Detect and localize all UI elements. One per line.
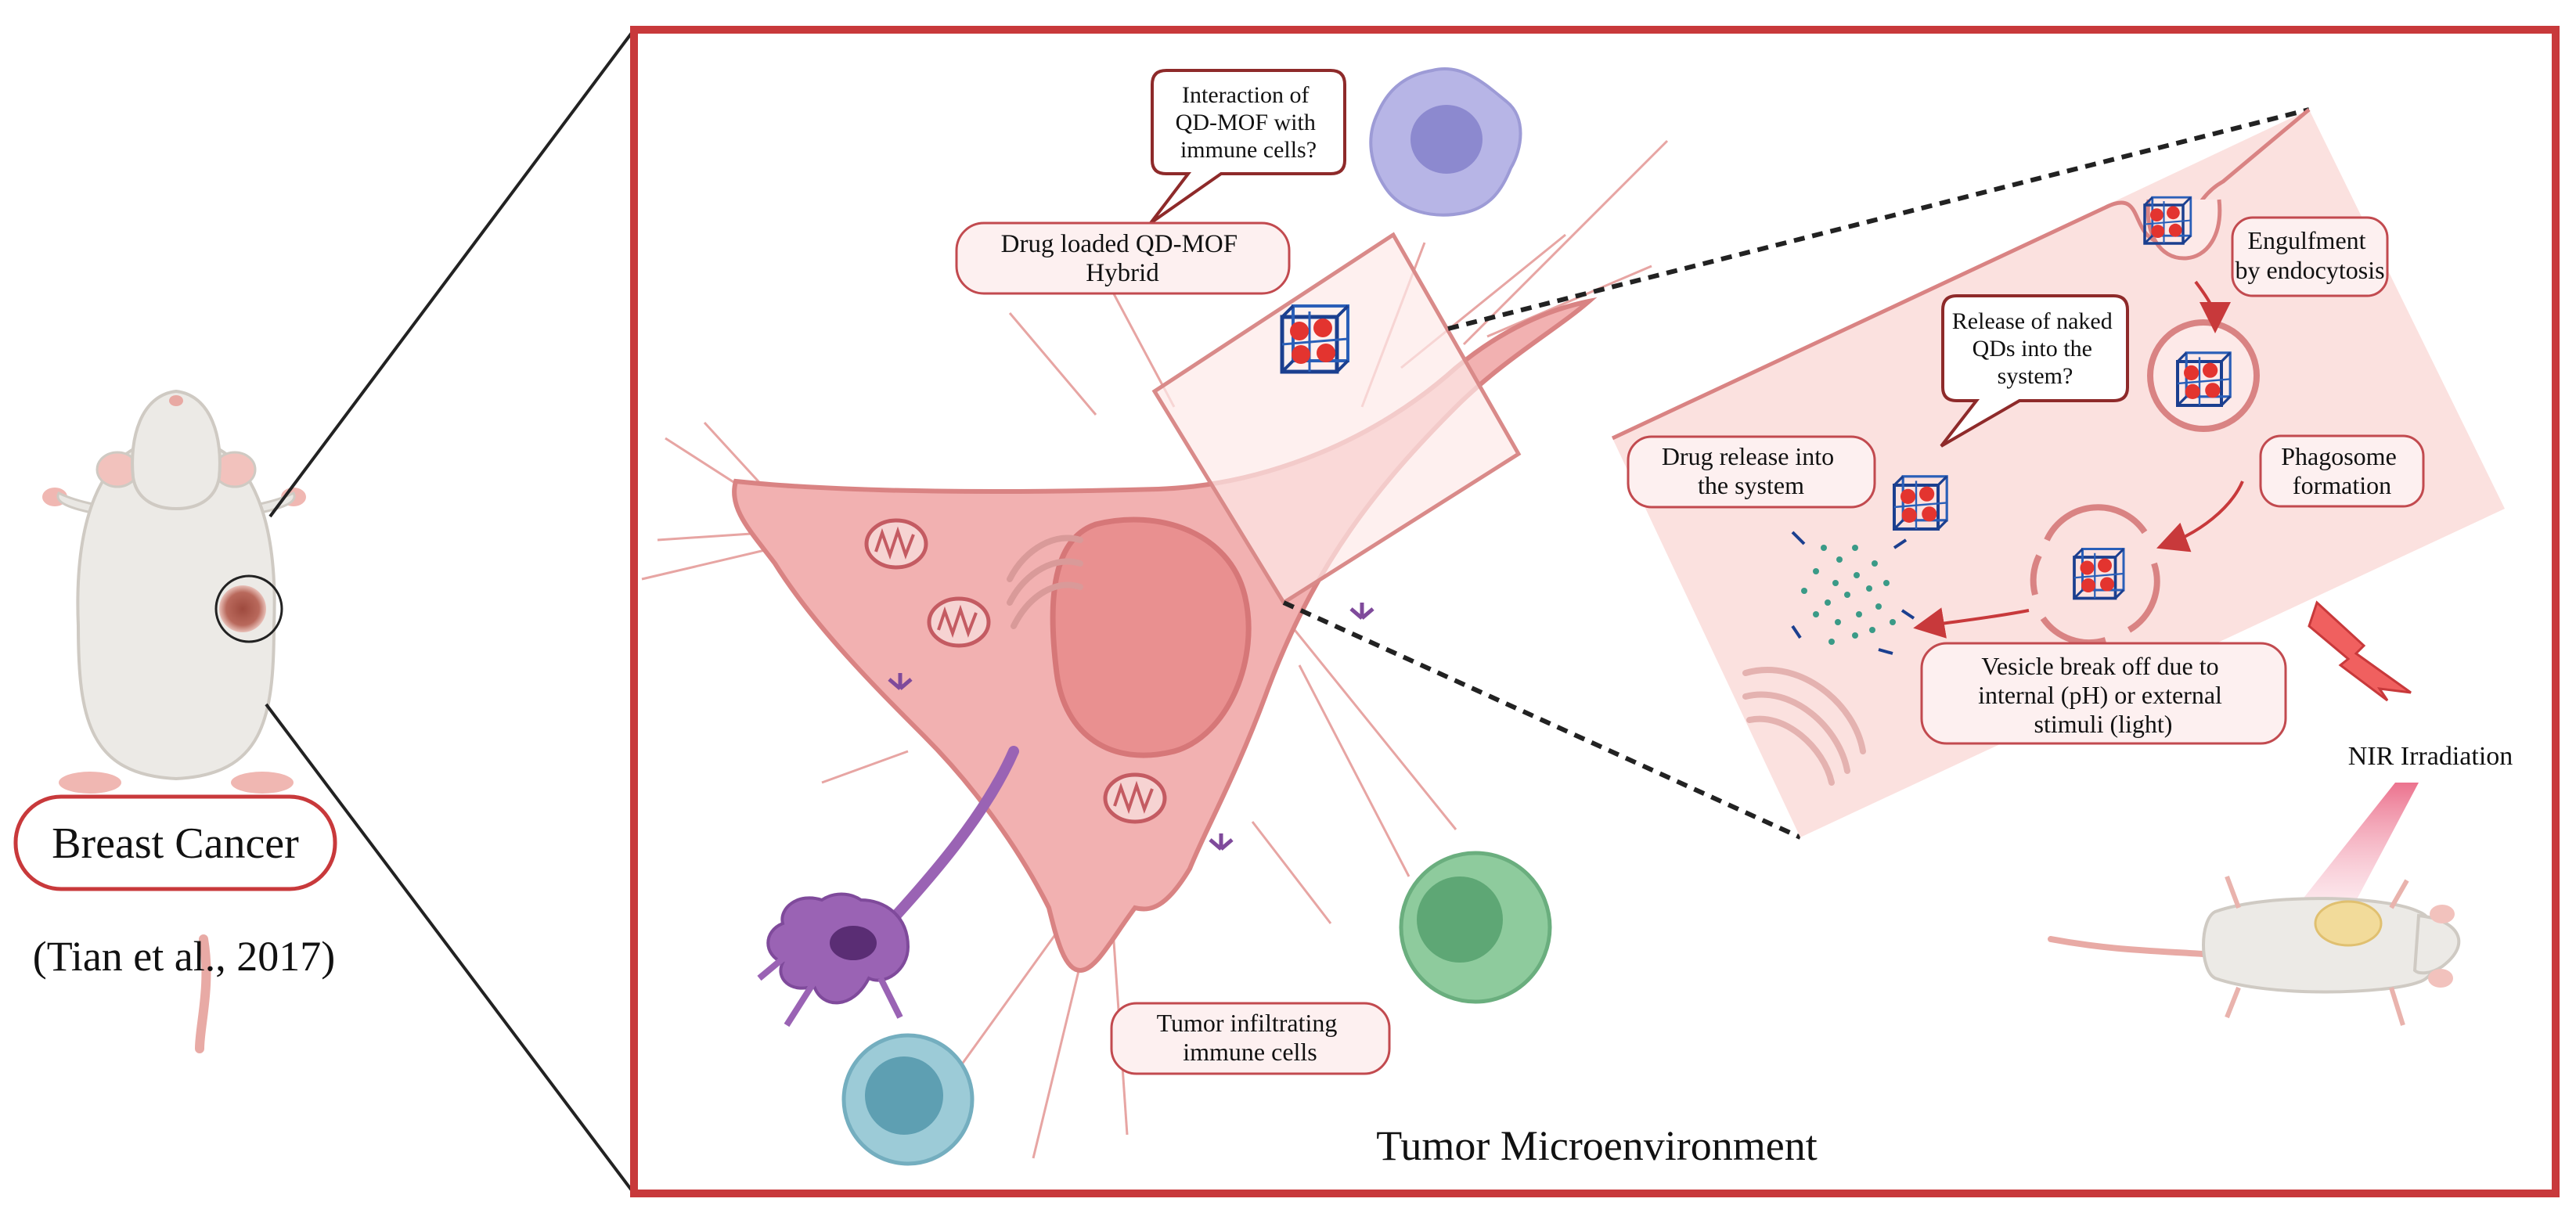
- tumor-microenvironment-title: Tumor Microenvironment: [1376, 1122, 1817, 1169]
- tumor-infiltrating-label: Tumor infiltrating immune cells: [1110, 1002, 1391, 1075]
- zoom-region-box: [1151, 232, 1522, 606]
- engulfment-text: Engulfment by endocytosis: [2235, 226, 2384, 284]
- dashed-connector-bottom: [1282, 600, 1802, 840]
- irradiated-mouse: [2048, 875, 2461, 1026]
- tumor-cell-nucleus: [1050, 517, 1252, 758]
- mitochondrion-3: [1105, 775, 1165, 822]
- drug-loaded-label: Drug loaded QD-MOF Hybrid: [955, 221, 1291, 295]
- release-naked-callout: Release of naked QDs into the system?: [1940, 294, 2129, 448]
- golgi-apparatus: [1007, 535, 1083, 629]
- receptor-icon-3: [1349, 603, 1374, 620]
- breaking-vesicle: [2030, 504, 2160, 646]
- lightning-icon: [2308, 600, 2412, 702]
- zoom-line-top: [268, 28, 636, 518]
- drug-release-label: Drug release into the system: [1627, 435, 1876, 509]
- interaction-callout: Interaction of QD-MOF with immune cells?: [1149, 69, 1346, 225]
- breast-cancer-text: Breast Cancer: [52, 819, 299, 868]
- phagosome-label: Phagosome formation: [2259, 434, 2425, 508]
- mouse-head: [131, 389, 222, 511]
- zoom-line-bottom: [265, 703, 636, 1195]
- dendritic-cell: [757, 746, 1019, 1028]
- engulfment-label: Engulfment by endocytosis: [2231, 216, 2389, 297]
- drug-loaded-text: Drug loaded QD-MOF Hybrid: [1001, 230, 1245, 287]
- citation-text: (Tian et al., 2017): [33, 933, 335, 980]
- mouse-nose: [169, 395, 183, 406]
- mouse-tail: [195, 934, 211, 1053]
- released-mof-fragments: [1791, 477, 1947, 655]
- tumor-icon: [219, 585, 266, 632]
- phagosome-text: Phagosome formation: [2281, 442, 2403, 499]
- interaction-text: Interaction of QD-MOF with immune cells?: [1176, 82, 1322, 163]
- green-immune-cell-nucleus: [1417, 876, 1503, 963]
- nir-irradiation-label: NIR Irradiation: [2348, 742, 2513, 771]
- tumor-infiltrating-text: Tumor infiltrating immune cells: [1157, 1009, 1344, 1066]
- release-naked-text: Release of naked QDs into the system?: [1952, 308, 2118, 389]
- mitochondrion-1: [866, 520, 926, 567]
- golgi-detail: [1742, 667, 1866, 786]
- vesicle-break-label: Vesicle break off due to internal (pH) o…: [1920, 642, 2287, 745]
- nir-beam: [2290, 783, 2419, 916]
- arrow-phagosome-to-vesicle: [2156, 481, 2244, 553]
- arrow-engulf-to-phagosome: [2194, 280, 2231, 333]
- mouse-illustration: [42, 389, 306, 1053]
- drug-release-text: Drug release into the system: [1662, 442, 1840, 499]
- mouse-foot-right: [231, 772, 294, 794]
- blue-immune-cell-nucleus: [865, 1056, 943, 1135]
- receptor-icon-1: [888, 673, 913, 690]
- arrow-vesicle-to-release: [1913, 607, 2030, 639]
- tumor-circle: [214, 574, 283, 643]
- dashed-connector-top: [1447, 107, 2310, 331]
- mitochondrion-2: [929, 599, 989, 646]
- mouse-foot-left: [59, 772, 121, 794]
- mouse-body: [76, 436, 276, 781]
- vesicle-break-text: Vesicle break off due to internal (pH) o…: [1978, 652, 2228, 738]
- macrophage-nucleus: [1410, 105, 1483, 174]
- breast-cancer-label: Breast Cancer: [13, 794, 337, 891]
- receptor-icon-2: [1209, 833, 1234, 851]
- phagosome-vesicle: [2147, 319, 2260, 432]
